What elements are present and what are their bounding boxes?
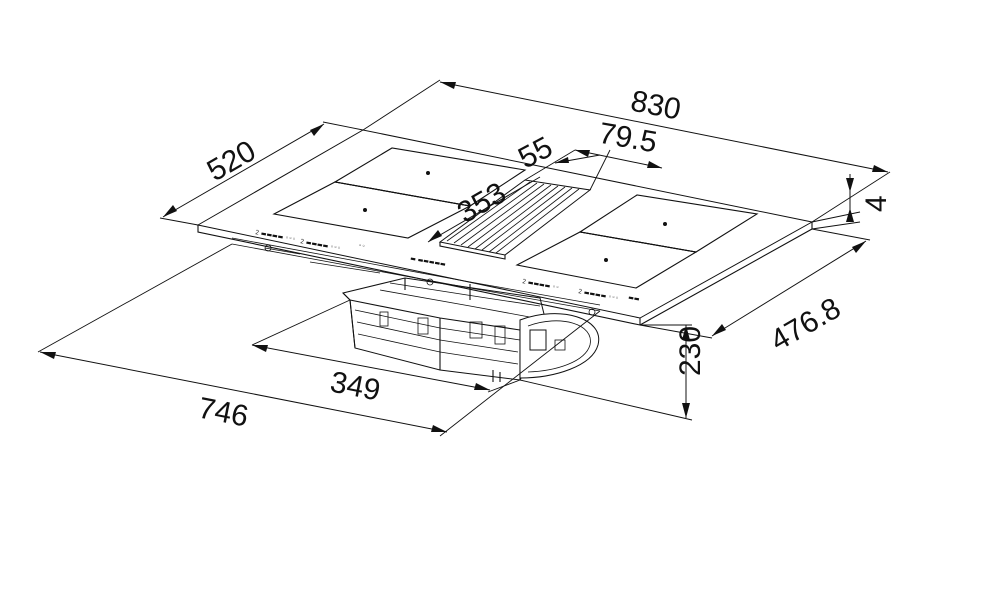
extraction-vent xyxy=(438,179,592,260)
dim-4-label: 4 xyxy=(860,195,893,212)
dimension-4: 4 xyxy=(811,174,893,230)
dim-476-8-label: 476.8 xyxy=(765,292,847,358)
left-cooking-zones xyxy=(272,147,527,239)
motor-unit xyxy=(342,277,600,382)
dimension-230: 230 xyxy=(519,324,707,421)
dimension-830: 830 xyxy=(362,79,891,223)
dim-830-label: 830 xyxy=(628,85,683,127)
dim-746-label: 746 xyxy=(195,392,250,434)
svg-text:◦◦: ◦◦ xyxy=(358,242,366,250)
right-cooking-zones xyxy=(515,194,759,289)
dimension-79-5: 79.5 xyxy=(574,117,663,169)
dim-79-5-label: 79.5 xyxy=(596,117,659,160)
dim-520-label: 520 xyxy=(202,134,262,188)
svg-text:▬▬: ▬▬ xyxy=(628,294,641,303)
dim-230-label: 230 xyxy=(674,326,707,376)
dim-349-label: 349 xyxy=(327,366,382,408)
